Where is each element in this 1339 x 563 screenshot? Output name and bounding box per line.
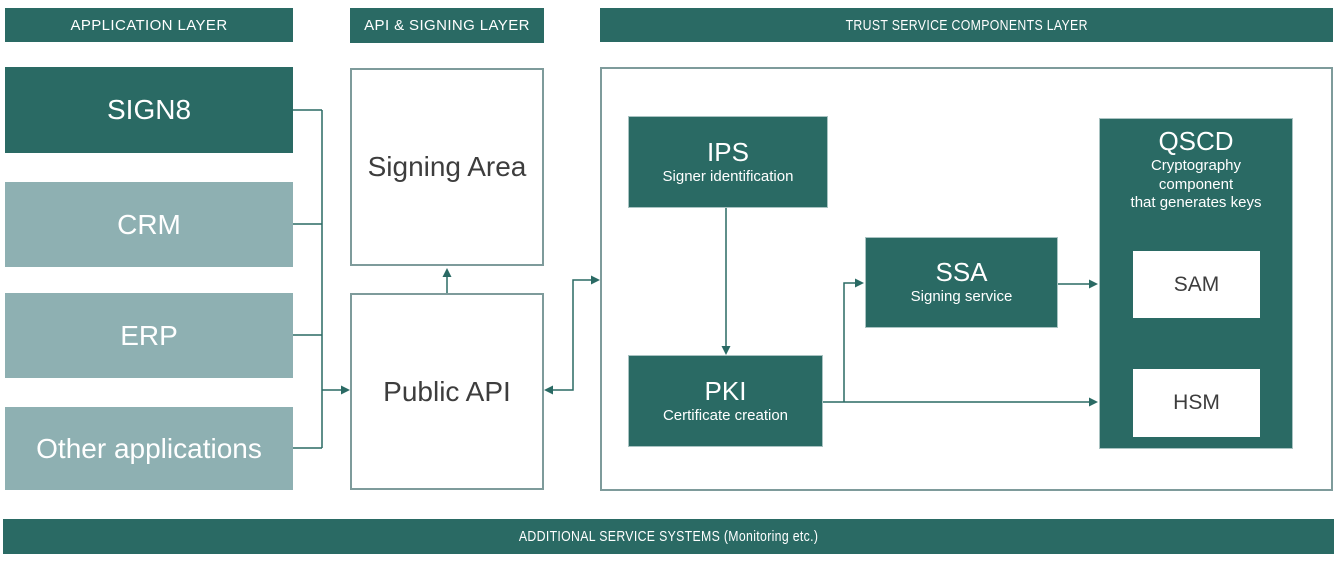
api-signing-layer-header: API & SIGNING LAYER: [350, 8, 544, 43]
app-box-sign8-label: SIGN8: [106, 94, 192, 125]
ips-subtitle: Signer identification: [662, 167, 794, 185]
application-layer-header: APPLICATION LAYER: [5, 8, 293, 42]
application-layer-header-label: APPLICATION LAYER: [70, 16, 228, 34]
additional-services-bar: ADDITIONAL SERVICE SYSTEMS (Monitoring e…: [3, 519, 1334, 554]
app-box-other-applications-label: Other applications: [36, 432, 262, 464]
arrow-apps-trunk: [293, 109, 323, 449]
ips-title: IPS: [707, 136, 749, 167]
public-api-box: Public API: [350, 293, 544, 490]
trust-service-layer-header-label: TRUST SERVICE COMPONENTS LAYER: [845, 16, 1088, 34]
additional-services-bar-label: ADDITIONAL SERVICE SYSTEMS (Monitoring e…: [518, 528, 819, 545]
qscd-box: QSCD Cryptography component that generat…: [1099, 118, 1293, 449]
arrow-apps-to-public-api: [322, 385, 350, 395]
app-box-erp: ERP: [5, 293, 293, 378]
qscd-subtitle-line-2: component: [1158, 175, 1234, 193]
pki-title: PKI: [704, 375, 747, 406]
app-box-crm-label: CRM: [117, 208, 181, 240]
sam-box: SAM: [1133, 251, 1260, 318]
app-box-other-applications: Other applications: [5, 407, 293, 490]
signing-area-label: Signing Area: [367, 151, 527, 182]
qscd-subtitle-line-1: Cryptography: [1150, 156, 1242, 174]
signing-area-box: Signing Area: [350, 68, 544, 266]
arrow-public-api-trust-layer: [544, 275, 600, 395]
api-signing-layer-header-label: API & SIGNING LAYER: [364, 17, 530, 34]
ips-box: IPS Signer identification: [628, 116, 828, 208]
trust-service-layer-header: TRUST SERVICE COMPONENTS LAYER: [600, 8, 1333, 42]
qscd-subtitle-line-3: that generates keys: [1130, 194, 1262, 212]
pki-box: PKI Certificate creation: [628, 355, 823, 447]
pki-subtitle: Certificate creation: [662, 406, 789, 424]
arrow-public-api-to-signing-area: [442, 268, 452, 293]
app-box-sign8: SIGN8: [5, 67, 293, 153]
app-box-erp-label: ERP: [120, 319, 178, 351]
sam-label: SAM: [1173, 272, 1220, 296]
hsm-label: HSM: [1173, 391, 1220, 414]
qscd-title: QSCD: [1158, 126, 1234, 156]
app-box-crm: CRM: [5, 182, 293, 267]
hsm-box: HSM: [1133, 369, 1260, 437]
ssa-box: SSA Signing service: [865, 237, 1058, 328]
ssa-title: SSA: [935, 257, 988, 288]
public-api-label: Public API: [383, 375, 511, 407]
ssa-subtitle: Signing service: [910, 288, 1013, 306]
